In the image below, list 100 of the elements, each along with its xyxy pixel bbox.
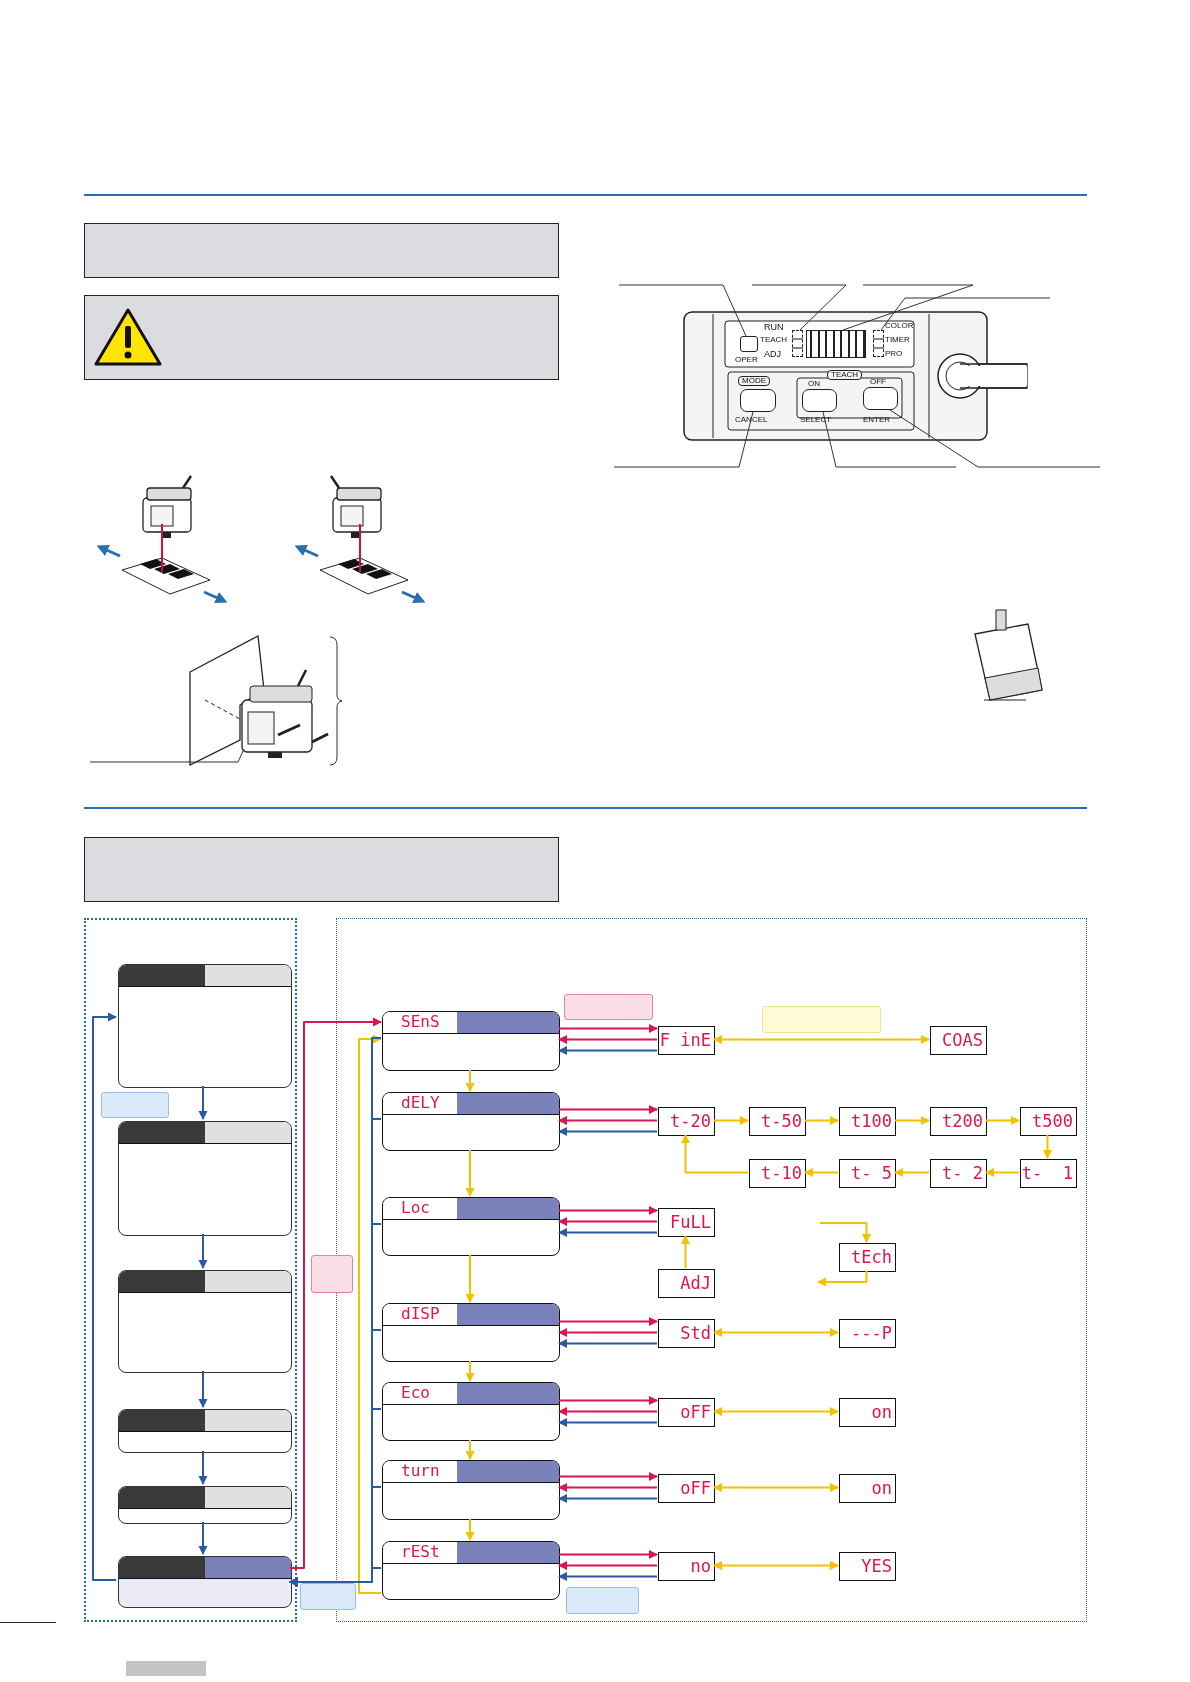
segment-display: t500: [1020, 1107, 1077, 1136]
push-button: [863, 387, 898, 410]
panel-label: TEACH: [827, 370, 863, 380]
arrow: [465, 1439, 475, 1460]
menu-box: [118, 1270, 292, 1373]
arrow: [985, 1116, 1020, 1125]
arrow: [819, 1222, 871, 1243]
panel-label: MODE: [738, 376, 770, 386]
menu-box: [118, 1556, 292, 1608]
arrow: [713, 1328, 839, 1337]
segment-display: t- 5: [839, 1159, 896, 1188]
arrow: [681, 1235, 690, 1269]
segment-display: on: [839, 1474, 896, 1503]
panel-label: CANCEL: [735, 416, 768, 424]
panel-label: ENTER: [863, 416, 891, 424]
segment-display: AdJ: [658, 1269, 715, 1298]
setting-box: [382, 1460, 560, 1520]
segment-display: on: [839, 1398, 896, 1427]
segment-display: no: [658, 1552, 715, 1581]
arrow: [713, 1116, 749, 1125]
segment-display: t100: [839, 1107, 896, 1136]
arrow: [558, 1418, 658, 1427]
push-button: [740, 389, 776, 412]
segment-display: Std: [658, 1319, 715, 1348]
panel-label: TEACH: [760, 336, 788, 344]
arrow: [289, 1567, 382, 1587]
arrow: [894, 1168, 930, 1177]
indicator-lamps: [792, 330, 803, 357]
label-tag: [101, 1092, 169, 1118]
arrow: [558, 1105, 658, 1114]
arrow: [817, 1270, 868, 1287]
label-tag: [311, 1255, 353, 1293]
leader-line: [880, 297, 1051, 331]
leader-line: [889, 409, 1101, 468]
panel-label: COLOR: [885, 322, 914, 330]
panel-label: ON: [808, 380, 820, 388]
arrow: [804, 1168, 839, 1177]
arrow: [92, 1012, 117, 1581]
segment-display: YES: [839, 1552, 896, 1581]
digit-display: [806, 330, 866, 358]
segment-display: COAS: [930, 1026, 987, 1055]
segment-display: tEch: [839, 1243, 896, 1272]
label-tag: [300, 1583, 356, 1610]
arrow: [713, 1483, 839, 1492]
arrow: [558, 1317, 658, 1326]
panel-label: ADJ: [764, 350, 781, 359]
panel-label: PRO: [885, 350, 903, 358]
arrow: [804, 1116, 839, 1125]
segment-display: F inE: [658, 1026, 715, 1055]
arrow: [465, 1069, 475, 1092]
menu-box: [118, 1121, 292, 1236]
arrow: [465, 1360, 475, 1382]
display-code: dELY: [401, 1093, 440, 1113]
indicator-lamps: [873, 330, 884, 357]
arrow: [465, 1518, 475, 1541]
segment-display: FuLL: [658, 1208, 715, 1237]
arrow: [681, 1134, 749, 1174]
label-tag: [564, 994, 653, 1020]
segment-display: oFF: [658, 1474, 715, 1503]
arrow: [198, 1085, 208, 1120]
menu-box: [118, 1409, 292, 1453]
arrow: [558, 1396, 658, 1405]
arrow: [713, 1561, 839, 1570]
segment-display: oFF: [658, 1398, 715, 1427]
setting-box: [382, 1382, 560, 1441]
segment-display: t-10: [749, 1159, 806, 1188]
dotted-group-frame: [336, 918, 1087, 1622]
display-code: Eco: [401, 1383, 430, 1403]
push-button: [740, 336, 758, 352]
arrow: [198, 1450, 208, 1485]
setting-box: [382, 1197, 560, 1256]
arrow: [558, 1024, 658, 1033]
arrow: [713, 1035, 930, 1044]
arrow: [558, 1046, 658, 1055]
arrow: [713, 1407, 839, 1416]
leader-line: [613, 411, 754, 468]
arrow: [465, 1149, 475, 1197]
arrow: [558, 1206, 658, 1215]
panel-label: SELECT: [800, 416, 832, 424]
panel-label: RUN: [764, 323, 784, 332]
leader-line: [751, 284, 847, 331]
arrow: [558, 1328, 658, 1337]
leader-line: [618, 284, 747, 337]
arrow: [985, 1168, 1020, 1177]
setting-box: [382, 1011, 560, 1071]
arrow: [894, 1116, 930, 1125]
setting-box: [382, 1541, 560, 1600]
leader-line: [822, 411, 957, 468]
leader-line: [842, 284, 974, 331]
arrow: [558, 1116, 658, 1125]
arrow: [558, 1127, 658, 1136]
segment-display: t-20: [658, 1107, 715, 1136]
arrow: [465, 1254, 475, 1303]
arrow: [558, 1228, 658, 1237]
arrow: [558, 1550, 658, 1559]
arrow: [558, 1494, 658, 1503]
arrow: [558, 1339, 658, 1348]
arrow: [558, 1572, 658, 1581]
display-code: turn: [401, 1461, 440, 1481]
label-tag: [566, 1587, 639, 1614]
